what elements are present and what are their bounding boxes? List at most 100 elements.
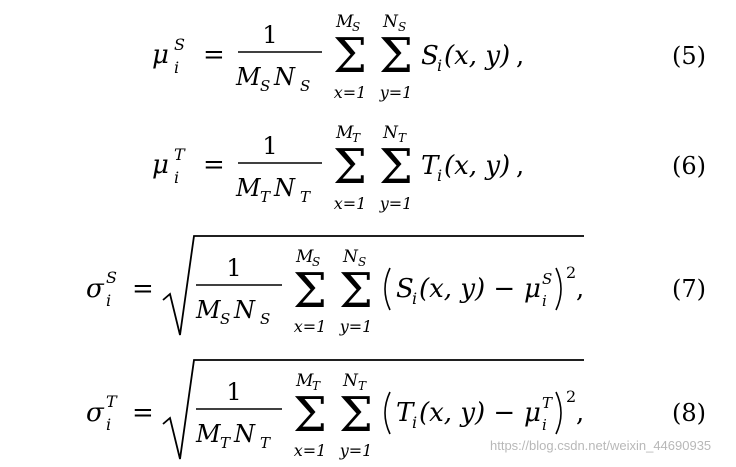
- sum-upper-m: M: [295, 371, 314, 391]
- left-paren: [384, 267, 391, 311]
- lhs-mu: μ: [152, 150, 169, 180]
- sum-upper-n: N: [382, 123, 399, 143]
- sum-upper-m: M: [295, 247, 314, 267]
- sum-upper-n: N: [382, 12, 399, 32]
- body-function: T: [396, 398, 415, 428]
- sum-lower-y: y=1: [339, 441, 373, 460]
- sum-upper-n-sub: T: [358, 379, 367, 393]
- radical-sign: [162, 359, 584, 460]
- body-args: (x, y): [444, 41, 510, 71]
- lhs-sup: T: [174, 145, 186, 164]
- sum-upper-m-sub: S: [312, 255, 320, 269]
- lhs-sigma: σ: [86, 398, 105, 428]
- left-paren: [384, 391, 391, 435]
- den-m-sub: T: [220, 434, 231, 452]
- den-m-sub: T: [260, 188, 271, 206]
- lhs-sup: S: [106, 268, 117, 287]
- sum-upper-m: M: [335, 12, 354, 32]
- equation-number: (5): [672, 42, 706, 70]
- body-tail: ,: [576, 398, 584, 428]
- equation-5: μ S i = 1 M S N S M S Σ x=1 N S Σ y=1 S …: [152, 12, 706, 102]
- sum-symbol-y: Σ: [339, 263, 373, 319]
- fraction-numerator: 1: [226, 378, 241, 406]
- den-n: N: [273, 174, 296, 202]
- body-mu: μ: [524, 398, 541, 428]
- den-n: N: [233, 296, 256, 324]
- body-tail: ,: [516, 41, 524, 71]
- body-function-sub: i: [412, 289, 417, 308]
- body-args: (x, y) −: [419, 398, 515, 428]
- fraction-numerator: 1: [262, 132, 277, 160]
- body-function: S: [421, 41, 439, 71]
- den-n-sub: S: [300, 77, 310, 95]
- sum-lower-y: y=1: [339, 317, 373, 336]
- watermark: https://blog.csdn.net/weixin_44690935: [490, 438, 712, 453]
- body-mu: μ: [524, 274, 541, 304]
- power-2: 2: [566, 387, 576, 406]
- sum-symbol-x: Σ: [293, 263, 327, 319]
- equals-sign: =: [203, 150, 225, 180]
- den-m: M: [235, 63, 262, 91]
- body-mu-sub: i: [542, 292, 547, 310]
- equation-8: σ T i = 1 M T N T M T Σ x=1 N T Σ y=1 T …: [86, 359, 706, 460]
- sum-lower-x: x=1: [294, 441, 327, 460]
- body-function-sub: i: [412, 413, 417, 432]
- den-m: M: [235, 174, 262, 202]
- body-args: (x, y) −: [419, 274, 515, 304]
- den-n-sub: T: [300, 188, 311, 206]
- body-tail: ,: [576, 274, 584, 304]
- den-n-sub: T: [260, 434, 271, 452]
- sum-lower-x: x=1: [334, 194, 367, 213]
- sum-lower-y: y=1: [379, 194, 413, 213]
- den-m-sub: S: [260, 77, 270, 95]
- sum-symbol-y: Σ: [339, 387, 373, 443]
- right-paren: [555, 267, 562, 311]
- sum-upper-n-sub: T: [398, 131, 407, 145]
- lhs-mu: μ: [152, 40, 169, 70]
- lhs-sub: i: [174, 58, 179, 77]
- equation-number: (6): [672, 152, 706, 180]
- sum-symbol-x: Σ: [333, 28, 367, 84]
- sum-lower-x: x=1: [294, 317, 327, 336]
- body-function-sub: i: [437, 166, 442, 185]
- sum-symbol-x: Σ: [333, 139, 367, 195]
- equals-sign: =: [132, 398, 154, 428]
- den-n-sub: S: [260, 310, 270, 328]
- fraction-numerator: 1: [262, 21, 277, 49]
- body-mu-sup: T: [542, 394, 553, 412]
- sum-symbol-y: Σ: [379, 139, 413, 195]
- body-function-sub: i: [437, 56, 442, 75]
- body-mu-sup: S: [542, 270, 552, 288]
- den-n: N: [273, 63, 296, 91]
- sum-upper-m: M: [335, 123, 354, 143]
- sum-lower-y: y=1: [379, 83, 413, 102]
- sum-upper-m-sub: S: [352, 20, 360, 34]
- right-paren: [555, 391, 562, 435]
- sum-upper-n: N: [342, 247, 359, 267]
- sum-upper-m-sub: T: [352, 131, 361, 145]
- radical-sign: [162, 235, 584, 336]
- lhs-sub: i: [174, 168, 179, 187]
- den-m-sub: S: [220, 310, 230, 328]
- body-function: T: [421, 151, 440, 181]
- den-n: N: [233, 420, 256, 448]
- equals-sign: =: [203, 40, 225, 70]
- lhs-sigma: σ: [86, 274, 105, 304]
- sum-upper-n-sub: S: [398, 20, 406, 34]
- sum-symbol-y: Σ: [379, 28, 413, 84]
- equation-number: (7): [672, 275, 706, 303]
- sum-upper-n-sub: S: [358, 255, 366, 269]
- fraction-numerator: 1: [226, 254, 241, 282]
- body-tail: ,: [516, 151, 524, 181]
- equation-7: σ S i = 1 M S N S M S Σ x=1 N S Σ y=1 S …: [86, 235, 706, 336]
- lhs-sup: S: [174, 35, 185, 54]
- body-args: (x, y): [444, 151, 510, 181]
- body-function: S: [396, 274, 414, 304]
- den-m: M: [195, 296, 222, 324]
- sum-symbol-x: Σ: [293, 387, 327, 443]
- lhs-sub: i: [106, 291, 111, 310]
- sum-upper-n: N: [342, 371, 359, 391]
- equation-6: μ T i = 1 M T N T M T Σ x=1 N T Σ y=1 T …: [152, 123, 706, 213]
- body-mu-sub: i: [542, 416, 547, 434]
